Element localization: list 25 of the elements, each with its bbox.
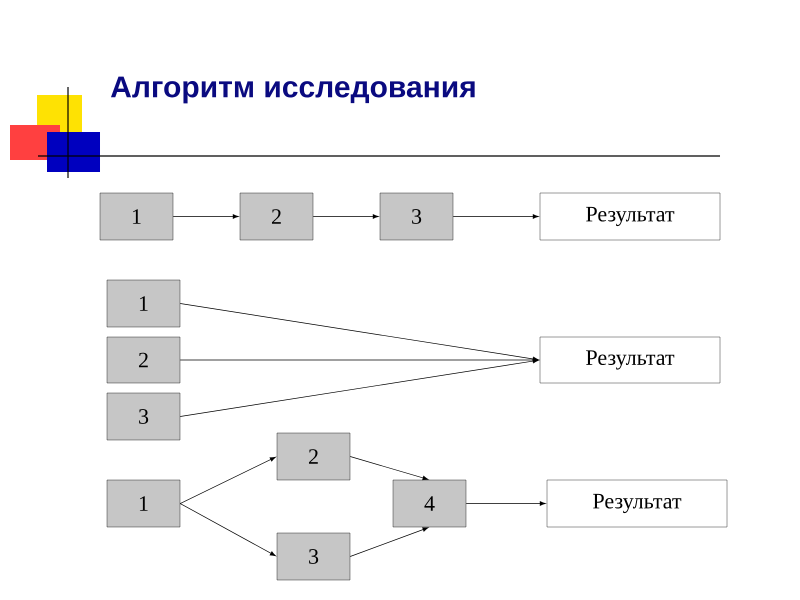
process-box: 3 <box>380 192 454 240</box>
arrow <box>180 503 276 556</box>
process-box: 2 <box>240 192 314 240</box>
title: Алгоритм исследования <box>110 76 475 104</box>
arrow <box>466 501 546 506</box>
arrow <box>180 456 276 504</box>
arrow <box>452 214 539 219</box>
process-box: 2 <box>276 432 350 480</box>
process-box: 1 <box>106 280 180 328</box>
process-box: 2 <box>106 336 180 384</box>
arrow <box>350 456 428 480</box>
arrow <box>350 527 428 557</box>
process-box: Результат <box>546 480 728 528</box>
process-box: 3 <box>276 532 350 580</box>
process-box: Результат <box>540 336 720 384</box>
process-box: Результат <box>540 192 720 240</box>
arrow <box>172 214 239 219</box>
arrow <box>180 358 539 362</box>
arrow <box>180 303 539 362</box>
process-box: 1 <box>106 480 180 528</box>
process-box: 4 <box>392 480 466 528</box>
arrow <box>180 358 539 417</box>
arrow <box>312 214 379 219</box>
process-box: 1 <box>100 192 174 240</box>
process-box: 3 <box>106 392 180 440</box>
